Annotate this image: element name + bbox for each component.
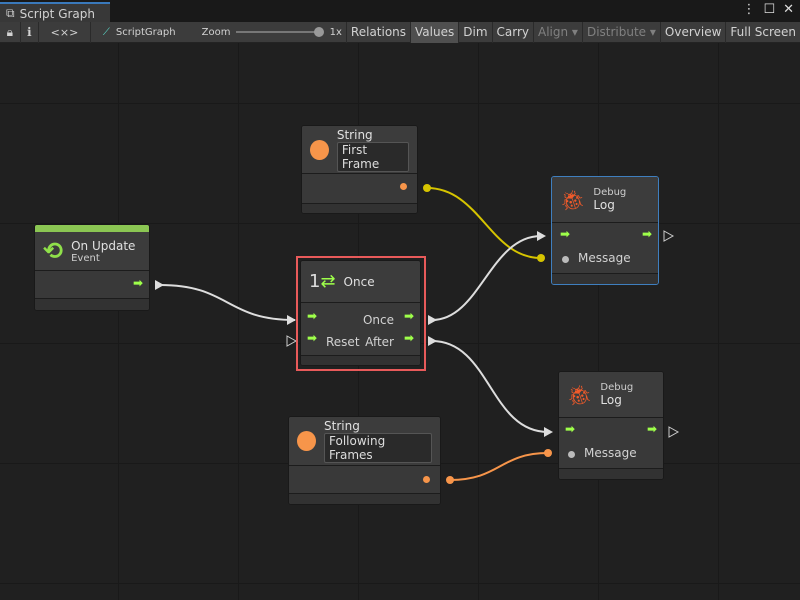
relations-button[interactable]: Relations [345, 21, 412, 43]
toolbar: 🔒︎ ℹ <×> ⟋ ScriptGraph Zoom 1x Relations… [0, 21, 800, 43]
reset-input-arrow-icon[interactable]: ➡ [307, 331, 318, 345]
message-label: Message [578, 251, 631, 265]
align-dropdown[interactable]: Align ▾ [534, 21, 583, 43]
string-icon [310, 139, 329, 160]
overview-button[interactable]: Overview [661, 21, 727, 43]
lock-icon[interactable]: 🔒︎ [0, 21, 21, 43]
zoom-value: 1x [329, 26, 342, 38]
node-title: String [336, 127, 373, 142]
once-output-label: Once [362, 313, 394, 327]
dim-button[interactable]: Dim [459, 21, 493, 43]
string-node-following-frames[interactable]: String Following Frames [288, 416, 441, 505]
node-title: Log [593, 198, 615, 212]
graph-breadcrumb: ⟋ ScriptGraph Zoom 1x [91, 22, 346, 43]
fullscreen-button[interactable]: Full Screen [730, 25, 796, 39]
message-label: Message [584, 446, 637, 460]
node-title: Once [343, 274, 375, 289]
string-icon [297, 431, 316, 451]
node-title: On Update [71, 238, 136, 253]
source-button[interactable]: <×> [39, 21, 91, 43]
edge-after-debug2 [431, 340, 549, 433]
values-button[interactable]: Values [411, 21, 460, 43]
carry-button[interactable]: Carry [493, 21, 535, 43]
once-node[interactable]: 1⇄ Once ➡ Once ➡ ➡ Reset After ➡ [300, 260, 421, 366]
edge-string1-debug1 [426, 187, 542, 259]
graph-icon: ⟋ [102, 26, 110, 38]
flow-input-arrow-icon[interactable]: ➡ [565, 422, 576, 436]
tab-script-graph[interactable]: ⧉Script Graph [0, 2, 110, 22]
loop-icon: ⟲ [43, 237, 64, 265]
string-output-port[interactable] [423, 476, 430, 483]
message-port[interactable] [568, 451, 575, 458]
edge-string2-debug2 [449, 452, 549, 481]
string-output-port[interactable] [400, 183, 407, 190]
edge-update-once [159, 284, 296, 321]
edge-once-debug1 [431, 235, 542, 321]
node-title: Log [600, 393, 622, 407]
flow-output-arrow-icon[interactable]: ➡ [646, 422, 657, 436]
message-port[interactable] [562, 256, 569, 263]
hierarchy-icon: ⧉ [6, 6, 15, 20]
string-value-field[interactable]: Following Frames [324, 433, 432, 463]
string-node-first-frame[interactable]: String First Frame [301, 125, 418, 214]
bug-icon: 🐞︎ [567, 382, 593, 407]
close-icon[interactable]: ✕ [783, 2, 794, 17]
node-category: Debug [600, 382, 634, 393]
after-output-arrow-icon[interactable]: ➡ [403, 331, 414, 345]
string-value-field[interactable]: First Frame [336, 141, 409, 172]
flow-output-arrow-icon[interactable]: ➡ [132, 276, 143, 290]
distribute-dropdown[interactable]: Distribute ▾ [583, 21, 661, 43]
reset-label: Reset [326, 335, 360, 349]
zoom-slider[interactable] [236, 27, 324, 37]
zoom-label: Zoom [201, 26, 231, 38]
flow-input-arrow-icon[interactable]: ➡ [307, 309, 318, 323]
maximize-icon[interactable]: ☐ [763, 2, 776, 17]
once-output-arrow-icon[interactable]: ➡ [403, 309, 414, 323]
node-subtitle: Event [71, 252, 100, 264]
node-title: String [324, 419, 360, 433]
kebab-icon[interactable]: ⋮ [742, 2, 756, 17]
tab-bar: ⧉Script Graph ⋮ ☐ ✕ [0, 0, 800, 22]
once-icon: 1⇄ [309, 271, 336, 292]
info-icon[interactable]: ℹ [21, 21, 40, 43]
graph-name[interactable]: ScriptGraph [115, 26, 176, 38]
bug-icon: 🐞︎ [560, 187, 586, 212]
node-category: Debug [593, 187, 627, 198]
flow-input-arrow-icon[interactable]: ➡ [560, 227, 571, 241]
flow-output-arrow-icon[interactable]: ➡ [641, 227, 652, 241]
after-output-label: After [365, 335, 394, 349]
once-node-selection [296, 256, 426, 371]
